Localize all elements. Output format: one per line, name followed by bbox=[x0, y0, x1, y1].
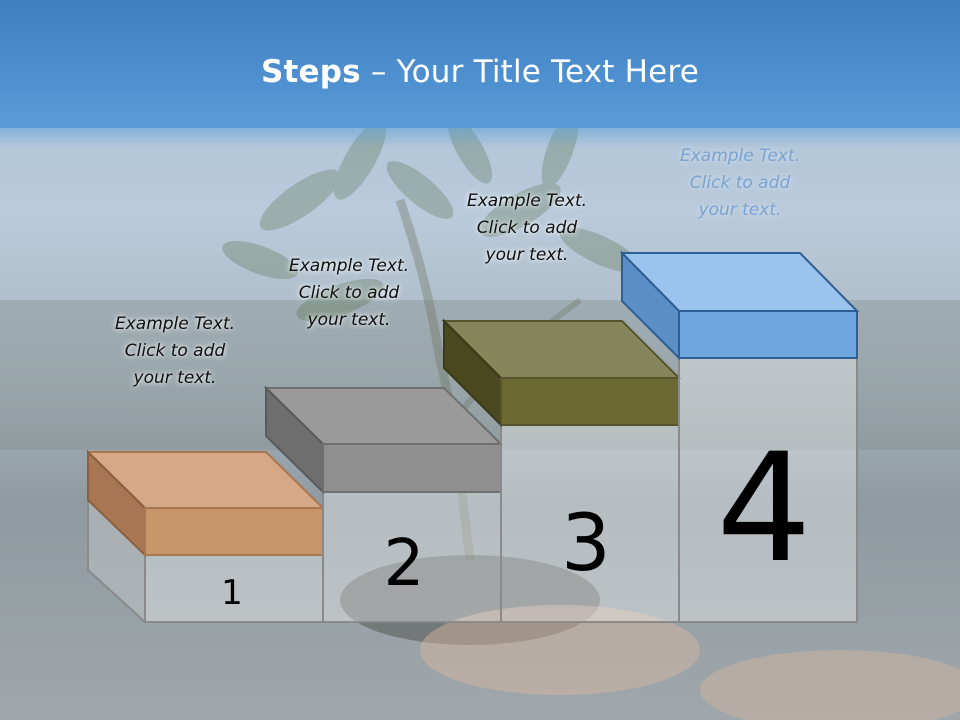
step-2-caption[interactable]: Example Text. Click to add your text. bbox=[288, 256, 410, 330]
step-1-caption[interactable]: Example Text. Click to add your text. bbox=[114, 314, 236, 388]
header-fade bbox=[0, 112, 960, 148]
step-3[interactable]: 3 bbox=[441, 318, 682, 623]
step-4[interactable]: 4 bbox=[619, 250, 860, 623]
slide-title[interactable]: Steps – Your Title Text Here bbox=[0, 54, 960, 90]
title-bold: Steps bbox=[260, 54, 361, 90]
step-3-caption[interactable]: Example Text. Click to add your text. bbox=[466, 191, 588, 265]
step-4-number: 4 bbox=[716, 422, 811, 596]
title-rest: – Your Title Text Here bbox=[360, 54, 699, 90]
step-1-number: 1 bbox=[221, 573, 243, 613]
step-2-number: 2 bbox=[384, 527, 425, 601]
header-bar bbox=[0, 0, 960, 128]
step-3-number: 3 bbox=[561, 499, 611, 589]
step-2[interactable]: 2 bbox=[263, 385, 504, 623]
step-1[interactable]: 1 bbox=[85, 449, 326, 625]
step-4-caption[interactable]: Example Text. Click to add your text. bbox=[679, 146, 801, 220]
